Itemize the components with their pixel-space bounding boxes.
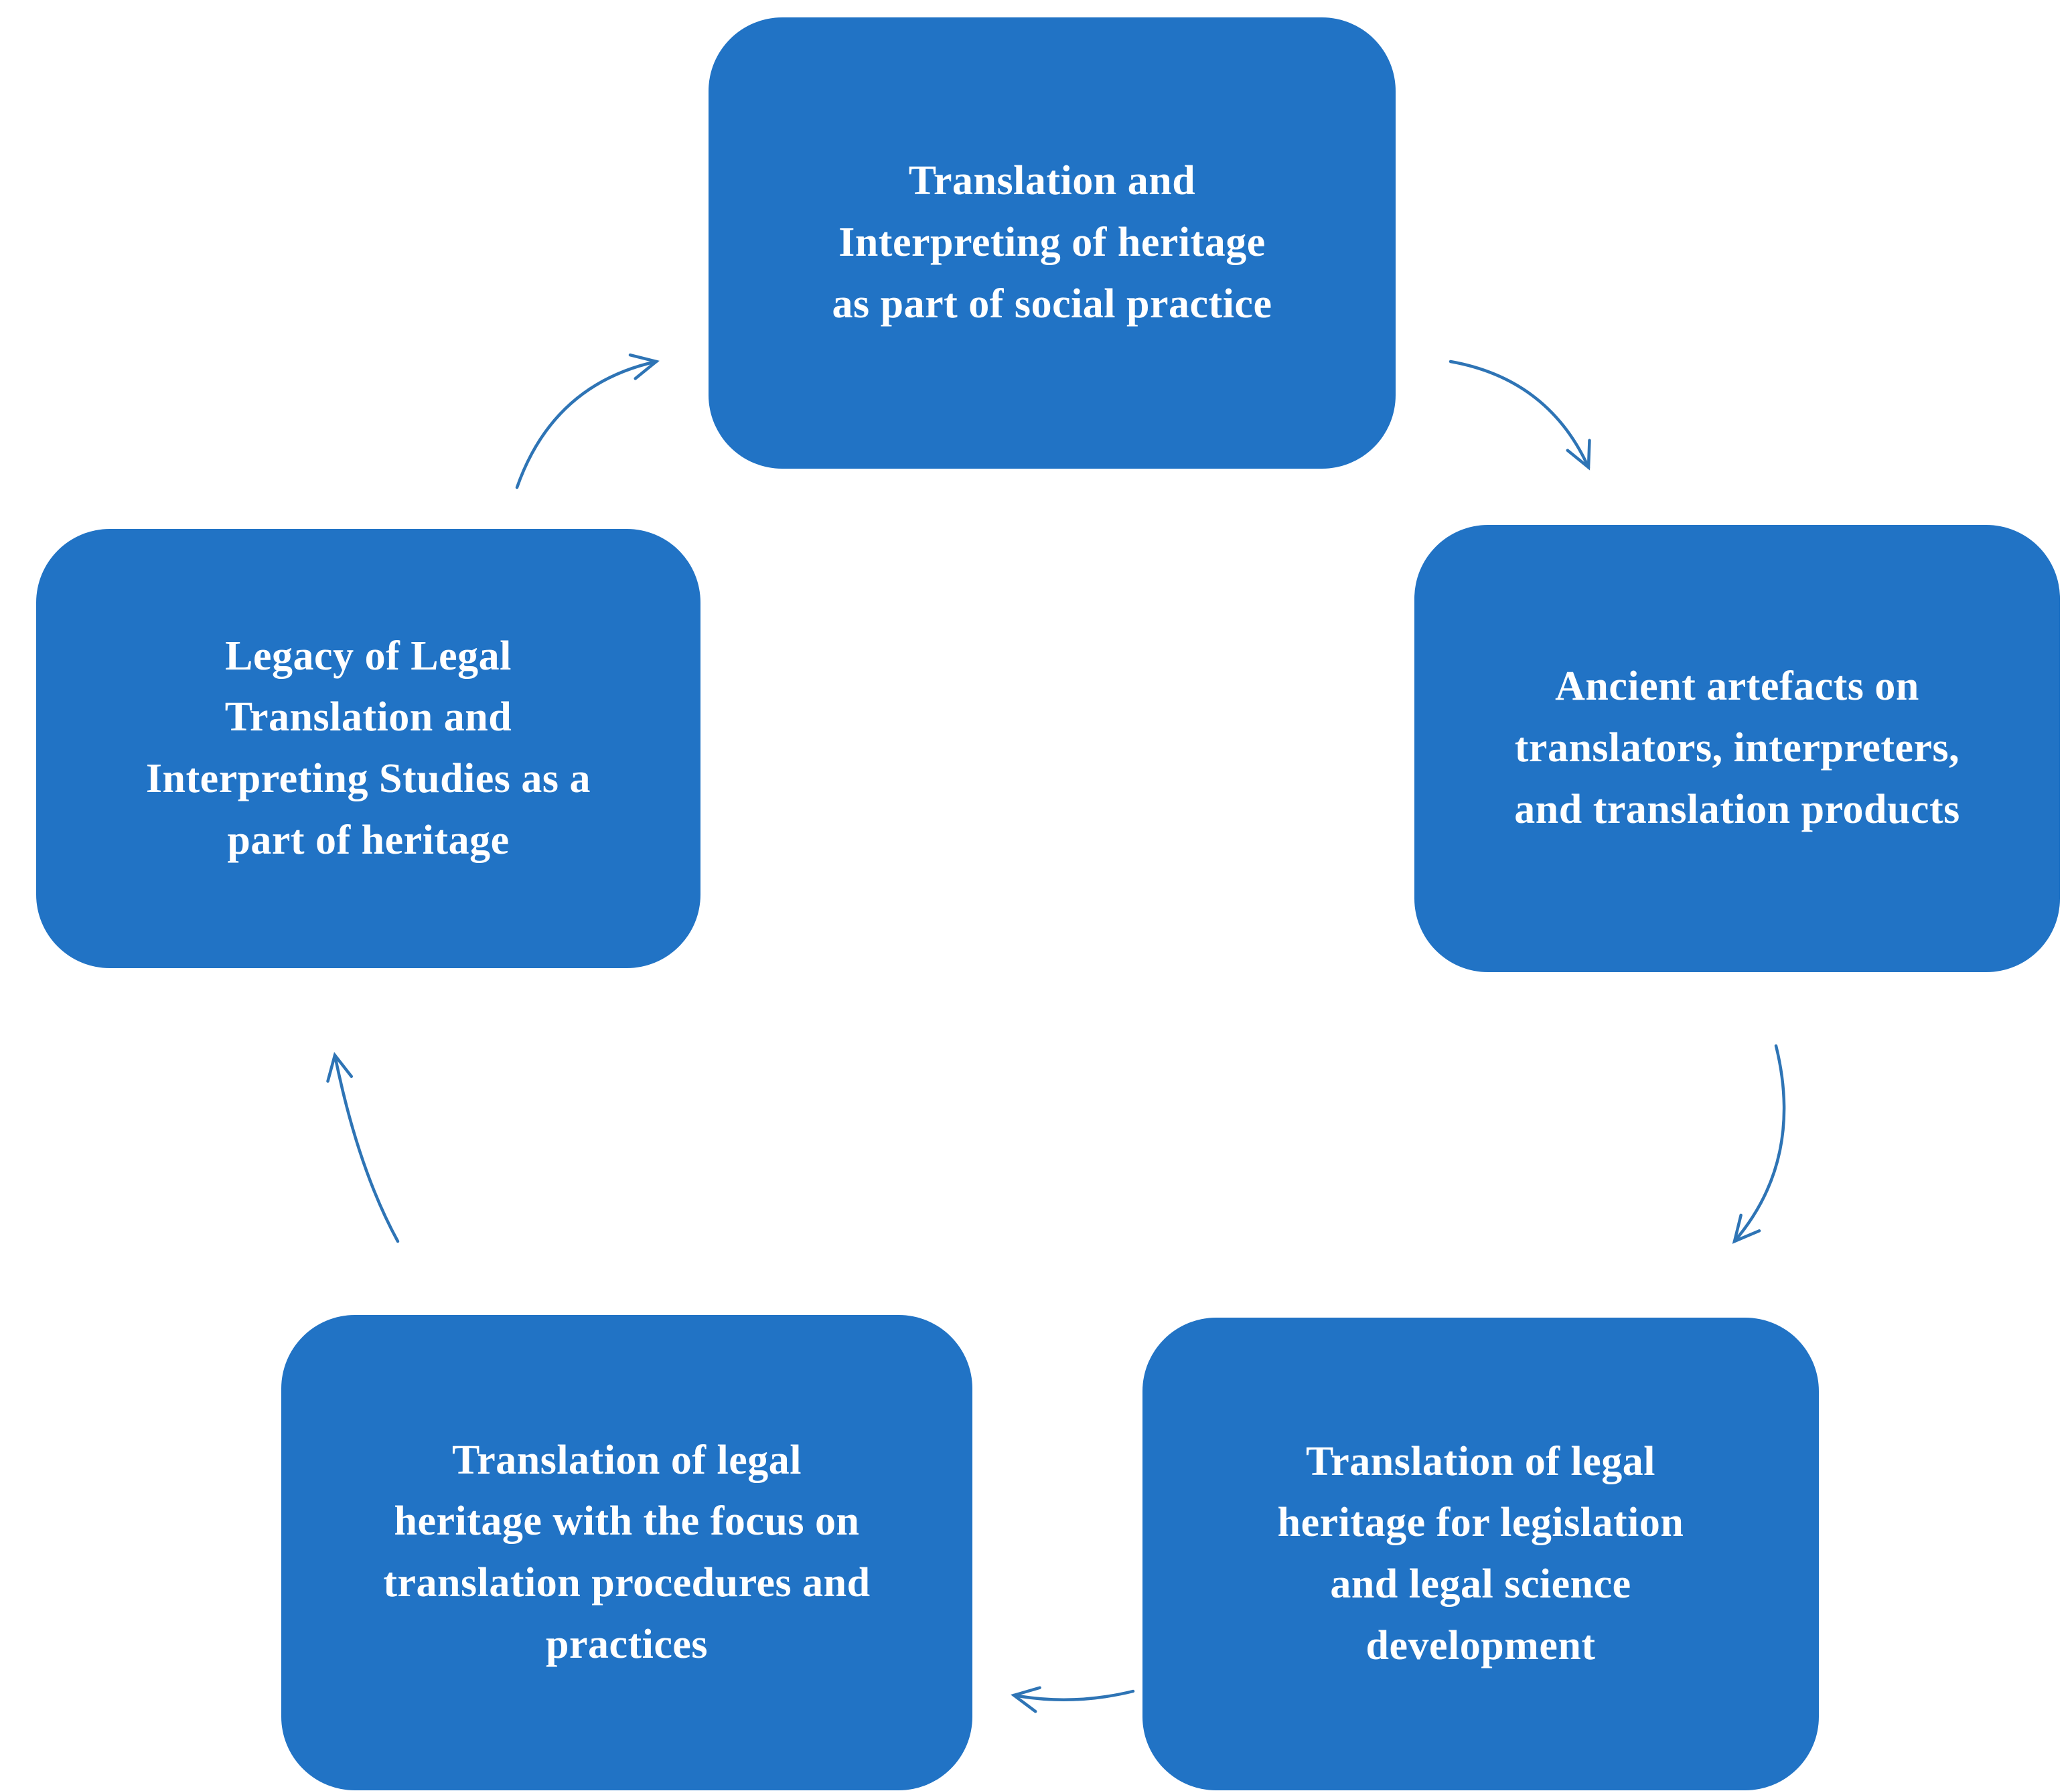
arrow-right-upper-to-right-lower bbox=[1732, 1044, 1786, 1244]
node-heritage-social-practice: Translation and Interpreting of heritage… bbox=[709, 17, 1396, 469]
node-translation-procedures: Translation of legal heritage with the f… bbox=[281, 1315, 972, 1790]
node-label: Legacy of Legal Translation and Interpre… bbox=[145, 633, 591, 863]
arrow-top-to-right-upper bbox=[1449, 360, 1591, 471]
node-label: Translation and Interpreting of heritage… bbox=[832, 158, 1272, 327]
node-ancient-artefacts: Ancient artefacts on translators, interp… bbox=[1414, 525, 2060, 972]
arrow-right-lower-to-left-lower bbox=[1011, 1686, 1135, 1713]
node-legal-heritage-legislation: Translation of legal heritage for legisl… bbox=[1142, 1318, 1819, 1790]
arrow-left-middle-to-top bbox=[515, 353, 660, 489]
node-label: Translation of legal heritage for legisl… bbox=[1277, 1438, 1684, 1668]
arrow-left-lower-to-left-middle bbox=[326, 1052, 400, 1243]
node-label: Ancient artefacts on translators, interp… bbox=[1514, 664, 1960, 832]
node-label: Translation of legal heritage with the f… bbox=[383, 1437, 871, 1667]
node-legacy-of-legal-translation: Legacy of Legal Translation and Interpre… bbox=[36, 529, 700, 968]
